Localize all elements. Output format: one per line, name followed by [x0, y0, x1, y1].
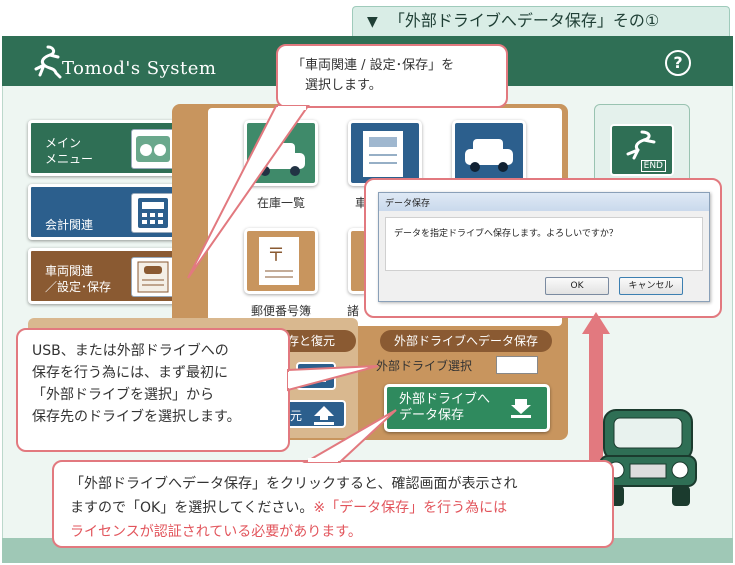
sidebar-item-accounting[interactable]: 会計関連	[28, 184, 186, 240]
sidebar-item-main-menu[interactable]: メイン メニュー	[28, 120, 186, 176]
sidebar-item-vehicle-settings[interactable]: 車両関連 ／設定･保存	[28, 248, 186, 304]
step-title: 「外部ドライブへデータ保存」その①	[388, 11, 660, 30]
callout-select-drive: USB、または外部ドライブへの 保存を行う為には、まず最初に 「外部ドライブを選…	[16, 328, 290, 452]
restore-button[interactable]: 元	[282, 400, 346, 428]
external-save-section-label: 外部ドライブへデータ保存	[380, 330, 552, 352]
misc-label: 諸	[346, 304, 359, 318]
postal-document-icon: 〒	[259, 237, 299, 285]
drive-select-dropdown[interactable]	[496, 356, 538, 374]
save-to-external-drive-button[interactable]: 外部ドライブへ データ保存	[384, 384, 550, 432]
callout-text: USB、または外部ドライブへの 保存を行う為には、まず最初に 「外部ドライブを選…	[32, 343, 241, 425]
callout-text: 「車両関連 / 設定･保存」を 選択します。	[292, 58, 455, 93]
vehicle-registry-label: 車	[354, 196, 367, 210]
callout-save-instruction: 「外部ドライブへデータ保存」をクリックすると、確認画面が表示され ますので「OK…	[52, 460, 614, 548]
documents-icon	[363, 131, 403, 177]
postal-book-label: 郵便番号簿	[250, 304, 311, 318]
sidebar-item-label: メイン メニュー	[45, 136, 94, 166]
up-arrow-shaft	[589, 332, 603, 462]
end-button[interactable]: END	[610, 124, 674, 176]
step-title-tab: ▼ 「外部ドライブへデータ保存」その①	[352, 6, 730, 36]
postal-book-tile[interactable]: 〒	[244, 228, 318, 294]
calculator-icon	[131, 193, 175, 233]
vehicle-document-icon	[131, 257, 175, 297]
dialog-title: データ保存	[379, 193, 709, 211]
svg-text:〒: 〒	[267, 245, 285, 266]
dialog-ok-button[interactable]: OK	[545, 277, 609, 295]
dialog-cancel-button[interactable]: キャンセル	[619, 277, 683, 295]
callout-text: 「外部ドライブへデータ保存」をクリックすると、確認画面が表示され ますので「OK…	[70, 476, 518, 516]
gecko-exit-icon	[626, 130, 656, 160]
car-dashboard-icon	[131, 129, 175, 169]
end-label: END	[640, 160, 666, 172]
callout-pointer-2	[287, 365, 379, 392]
sidebar-item-label: 車両関連 ／設定･保存	[45, 264, 112, 294]
stock-list-label: 在庫一覧	[256, 196, 305, 210]
dialog-message: データを指定ドライブへ保存します。よろしいですか？	[385, 217, 703, 271]
gecko-logo-icon	[34, 45, 62, 79]
drive-select-label: 外部ドライブ選択	[376, 359, 473, 373]
restore-label: 元	[290, 409, 303, 423]
sidebar-item-label: 会計関連	[45, 218, 94, 232]
arrow-up-icon	[314, 406, 334, 425]
mini-car-illustration-icon	[599, 409, 697, 506]
help-icon[interactable]: ?	[665, 50, 691, 76]
vehicle-registry-tile[interactable]	[348, 120, 422, 186]
triangle-down-icon: ▼	[367, 14, 378, 30]
save-confirm-dialog: データ保存 データを指定ドライブへ保存します。よろしいですか？ OK キャンセル	[378, 192, 710, 302]
callout-pointer-1	[187, 105, 310, 279]
callout-pointer-3	[302, 409, 397, 463]
vehicle-tile[interactable]	[452, 120, 526, 186]
car-icon	[465, 139, 513, 172]
up-arrow-icon	[582, 312, 610, 334]
save-button-label: 外部ドライブへ データ保存	[399, 392, 491, 423]
app-title: Tomod's System	[62, 58, 217, 79]
license-warning-text: ※「データ保存」を行う為には ライセンスが認証されている必要があります。	[70, 500, 508, 540]
callout-select-vehicle: 「車両関連 / 設定･保存」を 選択します。	[276, 44, 508, 108]
download-arrow-icon	[511, 399, 531, 418]
